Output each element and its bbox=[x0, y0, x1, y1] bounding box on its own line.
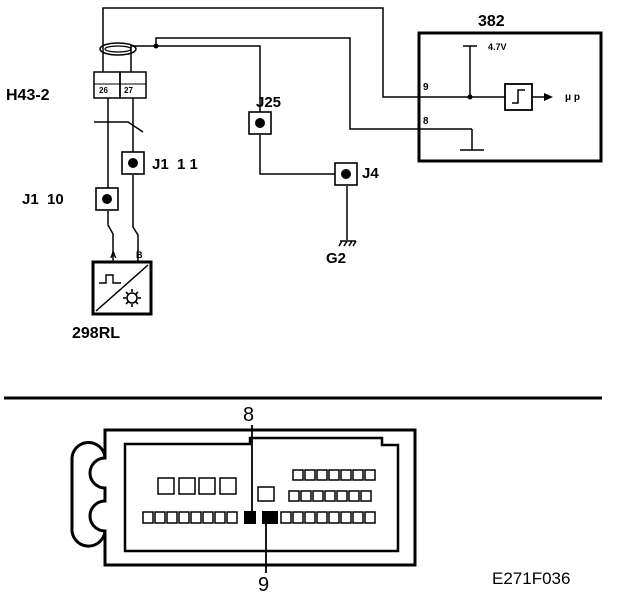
figure-id: E271F036 bbox=[492, 569, 570, 588]
wire-splice-to-ecu8 bbox=[155, 37, 420, 130]
wire-pin26-to-ecu9 bbox=[102, 7, 420, 98]
schmitt-trigger-icon bbox=[512, 89, 525, 104]
splice-dot bbox=[153, 43, 159, 49]
wire-j25-to-j4 bbox=[259, 135, 335, 175]
output-arrow-icon bbox=[544, 93, 553, 101]
j25-label: J25 bbox=[256, 94, 281, 111]
sensor-label: 298RL bbox=[72, 325, 120, 342]
cavity-grid bbox=[142, 469, 376, 524]
ecu-382 bbox=[417, 31, 603, 163]
ecu-output-label: μ p bbox=[565, 92, 580, 103]
ecu-pin9-label: 9 bbox=[423, 82, 429, 93]
j1-11-label: J1 1 1 bbox=[152, 156, 198, 173]
wire-pin27-to-j25 bbox=[130, 45, 261, 112]
sensor-pin-a-label: A bbox=[110, 250, 117, 260]
pin-9-cavity bbox=[262, 511, 278, 524]
sensor-pin-b-label: B bbox=[136, 250, 143, 260]
g2-label: G2 bbox=[326, 250, 346, 267]
j4-label: J4 bbox=[362, 165, 379, 182]
connector-outer-shell bbox=[88, 428, 417, 567]
pulse-icon bbox=[99, 274, 121, 284]
pin-26-label: 26 bbox=[99, 86, 108, 95]
ecu-voltage-label: 4.7V bbox=[488, 42, 507, 52]
wire-j1-11-down bbox=[132, 175, 139, 262]
pin-9-callout: 9 bbox=[258, 574, 269, 596]
connector-latch bbox=[70, 441, 107, 548]
j1-10-label: J1 10 bbox=[22, 191, 64, 208]
junction-j1-10 bbox=[95, 187, 119, 211]
connector-h43-2-label: H43-2 bbox=[6, 87, 50, 104]
connector-h43-2: 26 27 bbox=[93, 71, 147, 133]
pin-8-callout: 8 bbox=[243, 404, 254, 426]
connector-inner-frame bbox=[123, 436, 400, 553]
shield-oval-inner bbox=[104, 45, 132, 53]
sensor-298rl: A B bbox=[91, 250, 153, 316]
junction-j1-11 bbox=[121, 151, 145, 175]
gear-icon bbox=[123, 289, 141, 307]
ground-g2-icon bbox=[338, 240, 357, 247]
ecu-label: 382 bbox=[478, 13, 505, 30]
junction-j4 bbox=[334, 162, 358, 186]
shield-oval bbox=[99, 42, 137, 56]
ecu-pin8-label: 8 bbox=[423, 116, 429, 127]
connector-face bbox=[70, 425, 417, 573]
wire-j1-10-down bbox=[107, 211, 114, 262]
pin-8-cavity bbox=[244, 511, 256, 524]
pin-27-label: 27 bbox=[124, 86, 133, 95]
junction-j25 bbox=[248, 111, 272, 135]
